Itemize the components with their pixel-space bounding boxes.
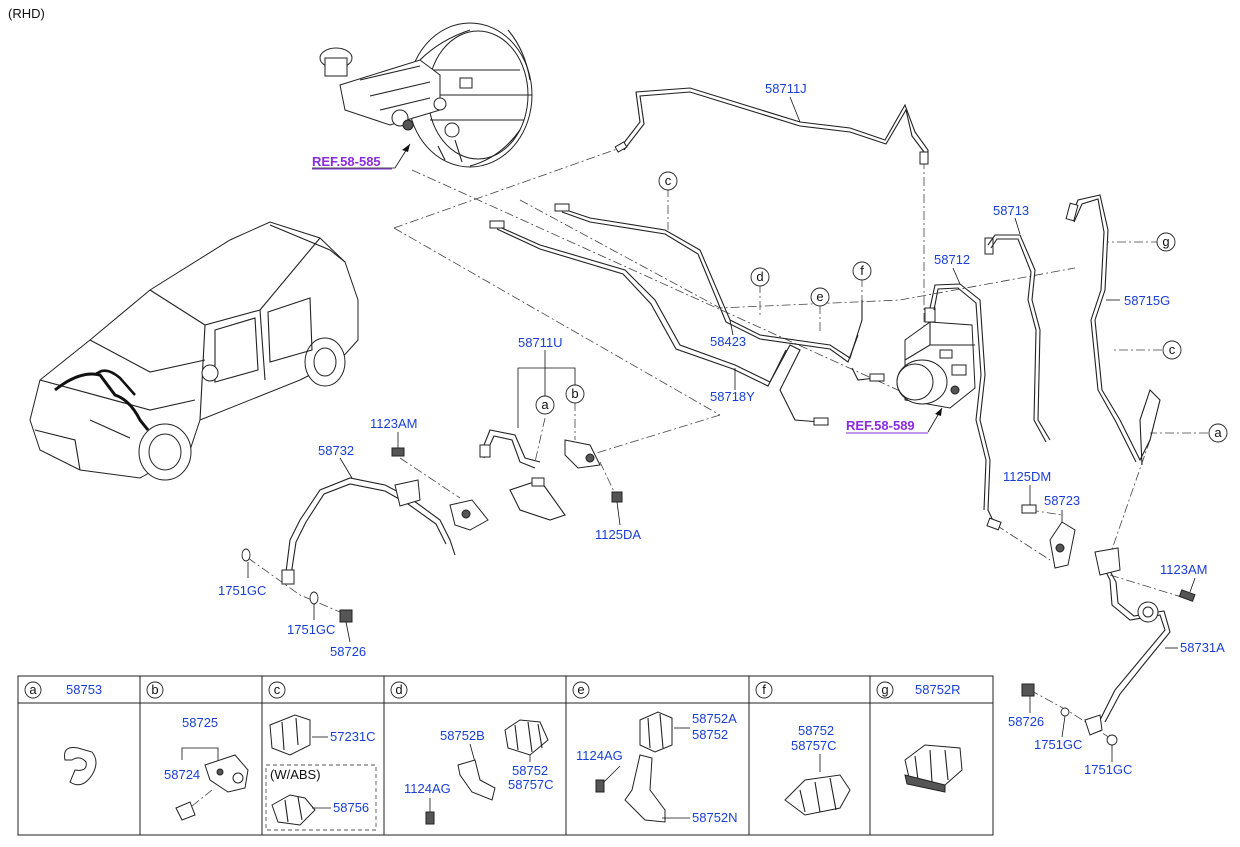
header-b-letter: b (151, 682, 158, 697)
cell-b-bracket-icon (204, 754, 249, 793)
callout-b-left: b (571, 386, 578, 401)
callout-a-left: a (541, 397, 549, 412)
part-labels: 58711J 58713 58712 58715G 58423 58718Y 5… (218, 81, 1225, 777)
header-g-part[interactable]: 58752R (915, 682, 961, 697)
cell-c-57231C[interactable]: 57231C (330, 729, 376, 744)
brake-booster-assembly (319, 22, 533, 168)
cell-f-58757C[interactable]: 58757C (791, 738, 837, 753)
brake-pipes-right (929, 194, 1196, 746)
label-58732[interactable]: 58732 (318, 443, 354, 458)
header-d-letter: d (395, 682, 402, 697)
cell-g-clip-icon (904, 744, 963, 793)
label-58712[interactable]: 58712 (934, 252, 970, 267)
label-58731A[interactable]: 58731A (1180, 640, 1225, 655)
cell-e-58752[interactable]: 58752 (692, 727, 728, 742)
label-58711U[interactable]: 58711U (518, 335, 563, 350)
callout-c-right: c (1169, 342, 1176, 357)
cell-d-58757C[interactable]: 58757C (508, 777, 554, 792)
table-headers: a 58753 b c d e f g 58752R (24, 681, 961, 699)
cell-c-abs-clip-icon (271, 794, 316, 826)
cell-a-clip-icon (64, 747, 97, 786)
label-1751GC-d[interactable]: 1751GC (1084, 762, 1132, 777)
cell-c-abs-note: (W/ABS) (270, 767, 321, 782)
cell-e-58752N[interactable]: 58752N (692, 810, 738, 825)
callout-a-right: a (1214, 425, 1222, 440)
cell-e-bolt-icon (595, 779, 605, 793)
cell-f-58752[interactable]: 58752 (798, 723, 834, 738)
header-c-letter: c (274, 682, 281, 697)
cell-b-58724[interactable]: 58724 (164, 767, 200, 782)
cell-e-58752A[interactable]: 58752A (692, 711, 737, 726)
cell-d-58752[interactable]: 58752 (512, 763, 548, 778)
label-58713[interactable]: 58713 (993, 203, 1029, 218)
cell-e-1124AG[interactable]: 1124AG (576, 748, 623, 763)
brake-pipes-upper (489, 87, 929, 426)
header-e-letter: e (577, 682, 584, 697)
dash-leaders (247, 147, 1208, 739)
cell-e: 58752A 58752 1124AG 58752N (576, 711, 738, 825)
ref-booster-label[interactable]: REF.58-585 (312, 154, 381, 169)
brake-pipes-left (241, 429, 623, 623)
cell-e-bracket-icon (624, 754, 666, 823)
cell-b: 58725 58724 (164, 715, 249, 821)
label-1751GC-a[interactable]: 1751GC (218, 583, 266, 598)
cell-c: 57231C (W/ABS) 58756 (265, 714, 377, 831)
vehicle-illustration (29, 221, 359, 481)
cell-d-58752B[interactable]: 58752B (440, 728, 485, 743)
label-58726-left[interactable]: 58726 (330, 644, 366, 659)
callout-f-upper: f (860, 263, 864, 278)
label-58726-right[interactable]: 58726 (1008, 714, 1044, 729)
cell-c-clip-icon (269, 714, 311, 756)
label-58718Y[interactable]: 58718Y (710, 389, 755, 404)
callout-e-upper: e (816, 289, 823, 304)
header-a-part[interactable]: 58753 (66, 682, 102, 697)
header-a-letter: a (29, 682, 37, 697)
cell-c-58756[interactable]: 58756 (333, 800, 369, 815)
cell-d-bracket-icon (457, 759, 496, 801)
label-1123AM-right[interactable]: 1123AM (1160, 562, 1207, 577)
callout-d-upper: d (756, 269, 763, 284)
ref-abs-label[interactable]: REF.58-589 (846, 418, 915, 433)
label-1751GC-c[interactable]: 1751GC (1034, 737, 1082, 752)
label-58423[interactable]: 58423 (710, 334, 746, 349)
callouts: c d e f g c a a b (535, 171, 1228, 443)
header-f-letter: f (762, 682, 766, 697)
label-58715G[interactable]: 58715G (1124, 293, 1170, 308)
callout-c-upper: c (665, 173, 672, 188)
callout-g-upper: g (1162, 234, 1169, 249)
header-g-letter: g (881, 682, 888, 697)
cell-d: 58752B 58752 58757C 1124AG (404, 719, 554, 825)
cell-d-clip-icon (504, 719, 549, 756)
cell-d-1124AG[interactable]: 1124AG (404, 781, 451, 796)
cell-b-grommet-icon (175, 801, 196, 821)
label-1123AM-left[interactable]: 1123AM (370, 416, 417, 431)
variant-label: (RHD) (8, 6, 45, 21)
label-58723[interactable]: 58723 (1044, 493, 1080, 508)
label-1125DA[interactable]: 1125DA (595, 527, 641, 542)
label-leaders (247, 96, 1196, 762)
cell-d-bolt-icon (425, 811, 435, 825)
label-1751GC-b[interactable]: 1751GC (287, 622, 335, 637)
cell-b-58725[interactable]: 58725 (182, 715, 218, 730)
cell-e-clip-icon (639, 711, 673, 753)
cell-f: 58752 58757C (784, 723, 851, 816)
label-1125DM[interactable]: 1125DM (1003, 469, 1051, 484)
label-58711J[interactable]: 58711J (765, 81, 807, 96)
parts-table (17, 675, 994, 836)
abs-module (896, 237, 994, 409)
